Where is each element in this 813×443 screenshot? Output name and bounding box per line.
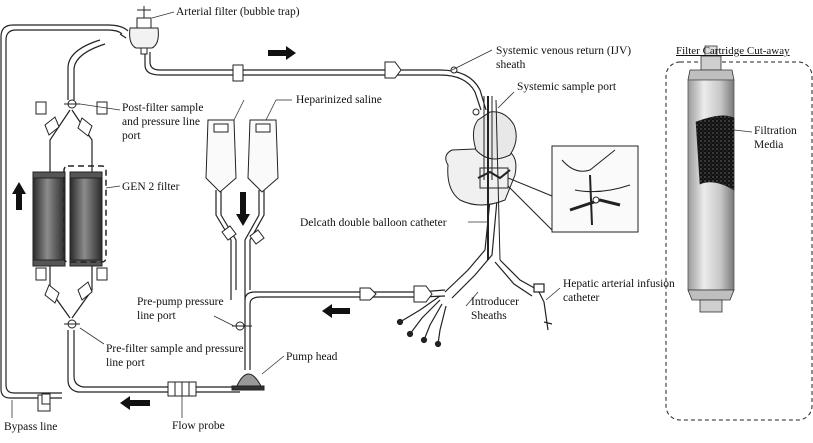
cutaway-title: Filter Cartridge Cut-away bbox=[676, 45, 790, 57]
label-hepatic-arterial: Hepatic arterial infusion catheter bbox=[563, 278, 675, 304]
label-pre-pump: Pre-pump pressure line port bbox=[137, 296, 224, 322]
saline-bags bbox=[205, 119, 279, 193]
label-pump-head: Pump head bbox=[286, 351, 338, 363]
label-delcath-catheter: Delcath double balloon catheter bbox=[300, 217, 447, 229]
ports bbox=[64, 66, 480, 331]
label-systemic-sample-port: Systemic sample port bbox=[517, 81, 617, 93]
label-bypass-line: Bypass line bbox=[4, 421, 58, 433]
arrow-left-bottom bbox=[120, 396, 150, 410]
introducer-sheaths-shape bbox=[396, 283, 553, 348]
flow-arrows bbox=[12, 46, 350, 410]
label-flow-probe: Flow probe bbox=[172, 420, 225, 432]
label-systemic-venous-return: Systemic venous return (IJV) sheath bbox=[496, 45, 632, 71]
gen2-filter-shape bbox=[32, 165, 107, 267]
heart-liver-schematic bbox=[445, 96, 639, 261]
label-heparinized-saline: Heparinized saline bbox=[296, 94, 382, 106]
leader-lines bbox=[11, 11, 561, 418]
label-introducer-sheaths: Introducer Sheaths bbox=[471, 296, 519, 322]
pump-head-shape bbox=[231, 373, 265, 391]
label-filtration-media: Filtration Media bbox=[754, 125, 797, 151]
arrow-down bbox=[236, 192, 250, 226]
label-post-filter: Post-filter sample and pressure line por… bbox=[122, 102, 204, 142]
arrow-right bbox=[268, 46, 296, 60]
cutaway-panel bbox=[665, 45, 813, 421]
arterial-filter-shape bbox=[129, 6, 159, 55]
flow-probe-shape bbox=[167, 381, 197, 397]
arrow-left bbox=[322, 304, 350, 318]
label-gen2-filter: GEN 2 filter bbox=[122, 181, 180, 193]
label-arterial-filter: Arterial filter (bubble trap) bbox=[176, 6, 300, 18]
label-pre-filter: Pre-filter sample and pressure line port bbox=[106, 343, 244, 369]
arrow-up bbox=[12, 182, 26, 210]
clamps bbox=[35, 61, 433, 412]
